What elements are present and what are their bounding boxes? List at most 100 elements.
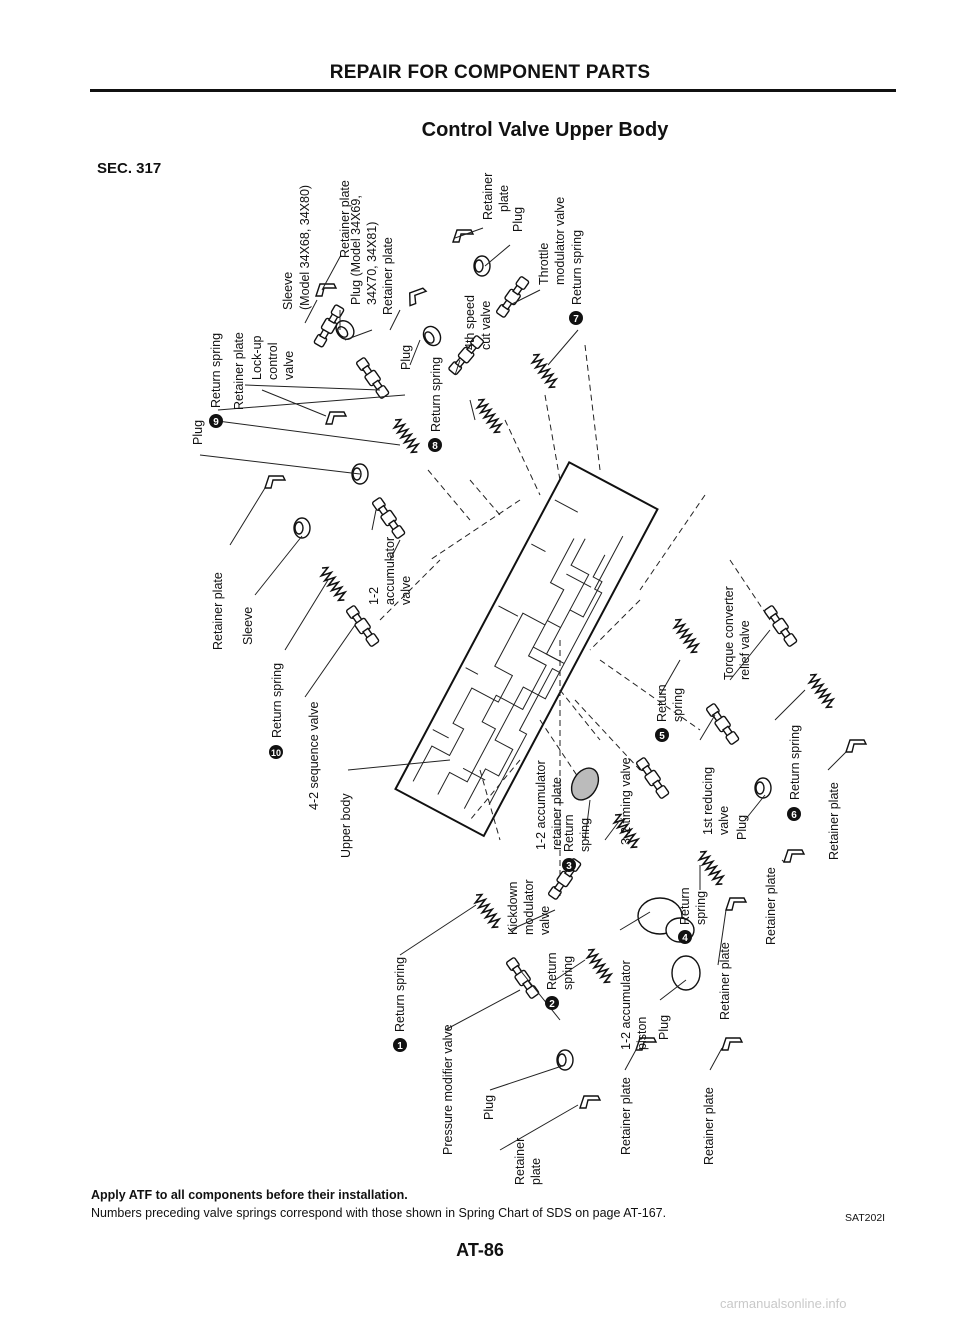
label-sleeve-model-1: Sleeve bbox=[281, 272, 295, 310]
note-spring-numbers: Numbers preceding valve springs correspo… bbox=[91, 1206, 667, 1220]
upper-body-casting bbox=[394, 460, 659, 838]
label-kickdown-valve-3: valve bbox=[538, 906, 552, 935]
callout-3-badge bbox=[562, 858, 576, 872]
label-pressure-modifier: Pressure modifier valve bbox=[441, 1024, 455, 1155]
callout-2: 2 bbox=[549, 999, 555, 1010]
label-retainer-plate-r3: Retainer plate bbox=[718, 942, 732, 1020]
label-plug-right: Plug bbox=[511, 207, 525, 232]
label-retainer-plate-right-2: plate bbox=[497, 185, 511, 212]
callout-8-badge bbox=[428, 438, 442, 452]
callout-5-badge bbox=[655, 728, 669, 742]
label-accumulator-piston-2: piston bbox=[635, 1017, 649, 1050]
label-return-spring-4-2: spring bbox=[694, 891, 708, 925]
label-return-spring-8: Return spring bbox=[429, 357, 443, 432]
label-sleeve: Sleeve bbox=[241, 607, 255, 645]
label-retainer-plate-mid: Retainer plate bbox=[381, 237, 395, 315]
label-speed-cut-valve-1: 4th speed bbox=[463, 295, 477, 350]
label-return-spring-6: Return spring bbox=[788, 725, 802, 800]
part-labels: Sleeve (Model 34X68, 34X80) Retainer pla… bbox=[191, 173, 841, 1185]
callout-8: 8 bbox=[432, 441, 438, 452]
accumulator-retainer-plate bbox=[570, 767, 600, 801]
leader-lines bbox=[199, 227, 847, 1151]
label-retainer-plate-r2: Retainer plate bbox=[764, 867, 778, 945]
callout-6: 6 bbox=[791, 810, 797, 821]
label-throttle-modulator-2: modulator valve bbox=[553, 197, 567, 285]
label-accumulator-retainer-2: retainer plate bbox=[550, 777, 564, 850]
label-plug-model-1: Plug (Model 34X69, bbox=[349, 195, 363, 305]
callout-1-badge bbox=[393, 1038, 407, 1052]
section-label: SEC. 317 bbox=[97, 160, 162, 177]
label-plug-model-2: 34X70, 34X81) bbox=[365, 222, 379, 305]
label-accumulator-valve-1: 1-2 bbox=[367, 587, 381, 605]
label-return-spring-9: Return spring bbox=[209, 333, 223, 408]
label-lockup-valve-2: control bbox=[266, 342, 280, 380]
label-retainer-plate-b2: Retainer plate bbox=[619, 1077, 633, 1155]
label-return-spring-3-1: Return bbox=[562, 814, 576, 852]
label-return-spring-1: Return spring bbox=[393, 957, 407, 1032]
label-lockup-valve-3: valve bbox=[282, 351, 296, 380]
header-rule bbox=[90, 89, 896, 92]
label-plug-bottom: Plug bbox=[482, 1095, 496, 1120]
label-sequence-valve: 4-2 sequence valve bbox=[307, 702, 321, 810]
label-return-spring-7: Return spring bbox=[570, 230, 584, 305]
label-kickdown-valve-2: modulator bbox=[522, 879, 536, 935]
label-return-spring-2-1: Return bbox=[545, 952, 559, 990]
label-retainer-plate-bottom-1: Retainer bbox=[513, 1138, 527, 1185]
page-header: REPAIR FOR COMPONENT PARTS bbox=[329, 62, 651, 83]
label-accumulator-valve-3: valve bbox=[399, 576, 413, 605]
label-kickdown-valve-1: Kickdown bbox=[506, 881, 520, 935]
label-retainer-plate-right-1: Retainer bbox=[481, 173, 495, 220]
label-torque-converter-1: Torque converter bbox=[722, 586, 736, 680]
label-retainer-plate-lower-left: Retainer plate bbox=[211, 572, 225, 650]
label-plug-left: Plug bbox=[191, 420, 205, 445]
label-accumulator-valve-2: accumulator bbox=[383, 537, 397, 605]
label-timing-valve: 3-2 timing valve bbox=[619, 757, 633, 845]
label-return-spring-2-2: spring bbox=[561, 956, 575, 990]
label-plug-4: Plug bbox=[657, 1015, 671, 1040]
callout-7: 7 bbox=[573, 314, 579, 325]
accumulator-piston bbox=[671, 955, 701, 991]
label-retainer-plate-b3: Retainer plate bbox=[702, 1087, 716, 1165]
label-return-spring-10: Return spring bbox=[270, 663, 284, 738]
assembly-lines bbox=[379, 344, 771, 900]
label-retainer-plate-bottom-2: plate bbox=[529, 1158, 543, 1185]
label-retainer-plate-top: Retainer plate bbox=[338, 180, 352, 258]
label-reducing-valve-2: valve bbox=[717, 806, 731, 835]
watermark: carmanualsonline.info bbox=[720, 1296, 847, 1311]
callout-9-badge bbox=[209, 414, 223, 428]
label-lockup-valve-1: Lock-up bbox=[250, 335, 264, 380]
callout-10-badge bbox=[269, 745, 283, 759]
label-accumulator-retainer-1: 1-2 accumulator bbox=[534, 760, 548, 850]
label-sleeve-model-2: (Model 34X68, 34X80) bbox=[298, 185, 312, 310]
callout-4: 4 bbox=[682, 933, 688, 944]
label-plug-upper: Plug bbox=[399, 345, 413, 370]
callout-5: 5 bbox=[659, 731, 665, 742]
callout-2-badge bbox=[545, 996, 559, 1010]
label-retainer-plate-far-right: Retainer plate bbox=[827, 782, 841, 860]
callout-6-badge bbox=[787, 807, 801, 821]
figure-title: Control Valve Upper Body bbox=[421, 119, 669, 141]
middle-parts bbox=[293, 495, 867, 863]
callout-9: 9 bbox=[213, 417, 219, 428]
page-number: AT-86 bbox=[456, 1240, 504, 1260]
callout-10: 10 bbox=[271, 748, 281, 758]
label-torque-converter-2: relief valve bbox=[738, 620, 752, 680]
label-speed-cut-valve-2: cut valve bbox=[479, 301, 493, 350]
label-return-spring-3-2: spring bbox=[578, 818, 592, 852]
label-return-spring-5-1: Return bbox=[655, 684, 669, 722]
label-throttle-modulator-1: Throttle bbox=[537, 243, 551, 285]
callout-1: 1 bbox=[397, 1041, 403, 1052]
label-return-spring-4-1: Return bbox=[678, 887, 692, 925]
label-reducing-valve-1: 1st reducing bbox=[701, 767, 715, 835]
callout-4-badge bbox=[678, 930, 692, 944]
label-plug-6: Plug bbox=[735, 815, 749, 840]
label-upper-body: Upper body bbox=[339, 793, 353, 858]
note-apply-atf: Apply ATF to all components before their… bbox=[91, 1188, 408, 1202]
label-retainer-plate-left: Retainer plate bbox=[232, 332, 246, 410]
callout-3: 3 bbox=[566, 861, 572, 872]
label-accumulator-piston-1: 1-2 accumulator bbox=[619, 960, 633, 1050]
label-return-spring-5-2: spring bbox=[671, 688, 685, 722]
figure-code: SAT202I bbox=[845, 1212, 886, 1224]
callout-7-badge bbox=[569, 311, 583, 325]
